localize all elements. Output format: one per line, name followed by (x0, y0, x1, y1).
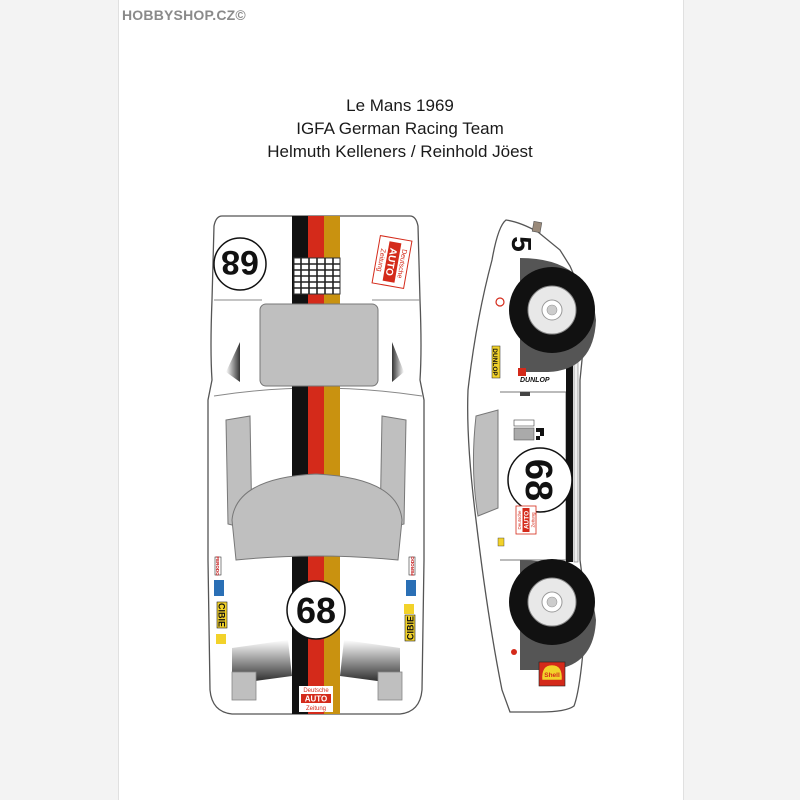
wheel-rear (509, 559, 596, 670)
race-number-rear: 68 (296, 590, 336, 631)
sticker-column-right: FERODO CIBIE (404, 556, 416, 642)
shell-text: Shell (544, 672, 560, 679)
sponsor-text-front-mid: AUTO (383, 247, 399, 277)
title-event: Le Mans 1969 (346, 96, 454, 115)
shell-logo: Shell (538, 661, 566, 687)
dunlop-decal-front: DUNLOP (491, 348, 498, 376)
sponsor-badge-side: Deutsche AUTO Zeitung (515, 505, 537, 535)
number-roundel-rear: 68 (286, 580, 346, 640)
wheel-front (509, 258, 596, 372)
sponsor-badge-front: Deutsche AUTO Zeitung (371, 235, 413, 289)
race-number-side: 68 (517, 459, 559, 501)
sponsor-text-rear-top: Deutsche (303, 688, 329, 694)
number-roundel-side: 68 (507, 447, 573, 513)
front-hood-panel (259, 303, 379, 387)
ferodo-decal-right: FERODO (410, 556, 415, 576)
radiator-grille (293, 257, 341, 295)
title-block: Le Mans 1969 IGFA German Racing Team Hel… (118, 94, 682, 163)
front-vent-left (226, 342, 240, 382)
side-stripe (566, 356, 573, 562)
cibie-decal-left: CIBIE (217, 603, 227, 627)
cibie-decal-right: CIBIE (406, 616, 416, 640)
cabin-glass (231, 473, 403, 561)
side-window-front (472, 409, 499, 517)
watermark-logo: HOBBYSHOP.CZ© (122, 7, 246, 23)
title-team: IGFA German Racing Team (296, 119, 504, 138)
ferodo-decal-left: FERODO (215, 556, 220, 576)
sponsor-text-rear-mid: AUTO (305, 695, 328, 704)
sponsor-badge-rear: Deutsche AUTO Zeitung (299, 686, 333, 712)
front-vent-right (392, 342, 404, 382)
sponsor-text-front-bot: Zeitung (375, 248, 386, 272)
car-top-view: 68 68 Deutsche AUTO Zeitung Deutsche AUT… (207, 215, 425, 715)
sponsor-text-side-bot: Zeitung (531, 512, 536, 528)
sponsor-text-side-top: Deutsche (517, 510, 522, 530)
title-drivers: Helmuth Kelleners / Reinhold Jöest (267, 142, 533, 161)
race-number-front: 68 (221, 243, 259, 281)
sponsor-text-rear-bot: Zeitung (306, 706, 326, 712)
side-number-partial: 5 (506, 236, 537, 252)
car-side-view: 5 68 DUNLOP DUNLOP Deutsche AUTO Zeitung (467, 219, 596, 713)
sticker-column-left: FERODO CIBIE (214, 556, 228, 644)
sponsor-text-side-mid: AUTO (524, 511, 531, 529)
dunlop-decal-door: DUNLOP (520, 377, 550, 384)
number-roundel-front: 68 (213, 237, 267, 291)
